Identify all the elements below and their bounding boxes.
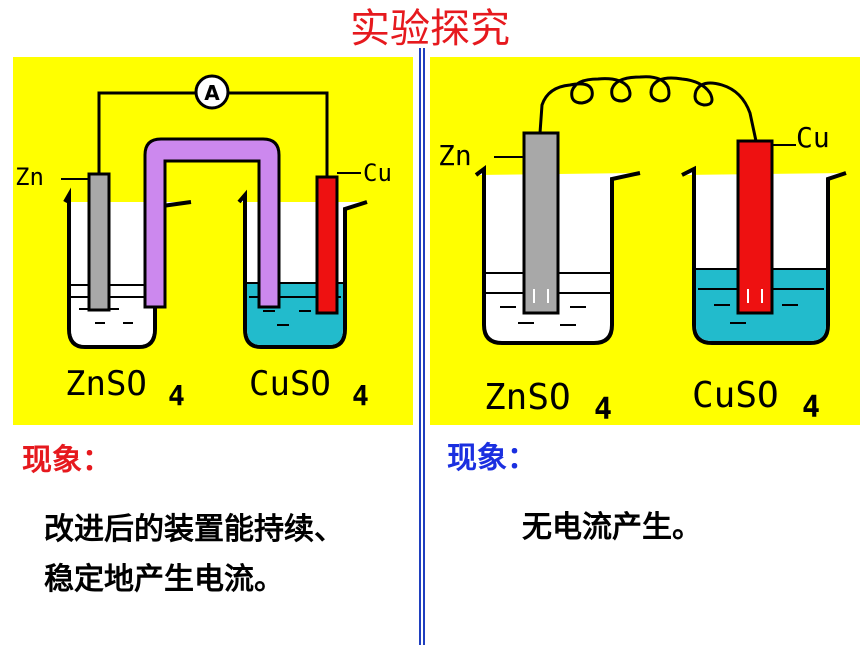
left-phenomenon-label: 现象： (22, 443, 112, 478)
ammeter-icon: A (194, 74, 230, 110)
page-title: 实验探究 (350, 6, 510, 52)
wire-right (228, 91, 329, 177)
no-bridge-cell-diagram: Zn Cu ZnSO 4 CuSO 4 (430, 57, 860, 425)
copper-electrode-right (736, 139, 774, 315)
label-znso4-right-subscript: 4 (594, 392, 612, 425)
label-znso4: ZnSO (65, 364, 147, 404)
left-observation-line2: 稳定地产生电流。 (44, 562, 284, 597)
label-zn-right: Zn (438, 139, 472, 172)
left-observation: 改进后的装置能持续、 稳定地产生电流。 (44, 505, 424, 605)
salt-bridge (143, 137, 281, 309)
svg-text:A: A (204, 81, 220, 105)
label-znso4-right: ZnSO (484, 377, 571, 418)
wire-left (97, 91, 196, 174)
label-cuso4-right: CuSO (692, 375, 779, 416)
label-zn: Zn (15, 163, 44, 191)
label-cuso4-right-subscript: 4 (802, 390, 820, 425)
beaker-znso4-left (63, 187, 192, 349)
label-znso4-subscript: 4 (168, 379, 185, 412)
right-phenomenon-label: 现象： (447, 441, 537, 476)
copper-electrode (315, 175, 339, 315)
salt-bridge-cell-diagram: A (13, 57, 413, 425)
no-bridge-cell-svg: Zn Cu ZnSO 4 CuSO 4 (438, 75, 847, 425)
zinc-electrode-right (522, 131, 560, 315)
coiled-wire (538, 75, 758, 142)
label-cu: Cu (363, 159, 392, 187)
zinc-electrode (87, 172, 111, 312)
divider-line (419, 48, 425, 645)
label-cuso4: CuSO (249, 364, 331, 404)
right-observation: 无电流产生。 (522, 510, 702, 545)
left-observation-line1: 改进后的装置能持续、 (44, 512, 344, 547)
label-cuso4-subscript: 4 (352, 379, 369, 412)
label-cu-right: Cu (796, 121, 830, 154)
salt-bridge-cell-svg: A (15, 74, 392, 412)
